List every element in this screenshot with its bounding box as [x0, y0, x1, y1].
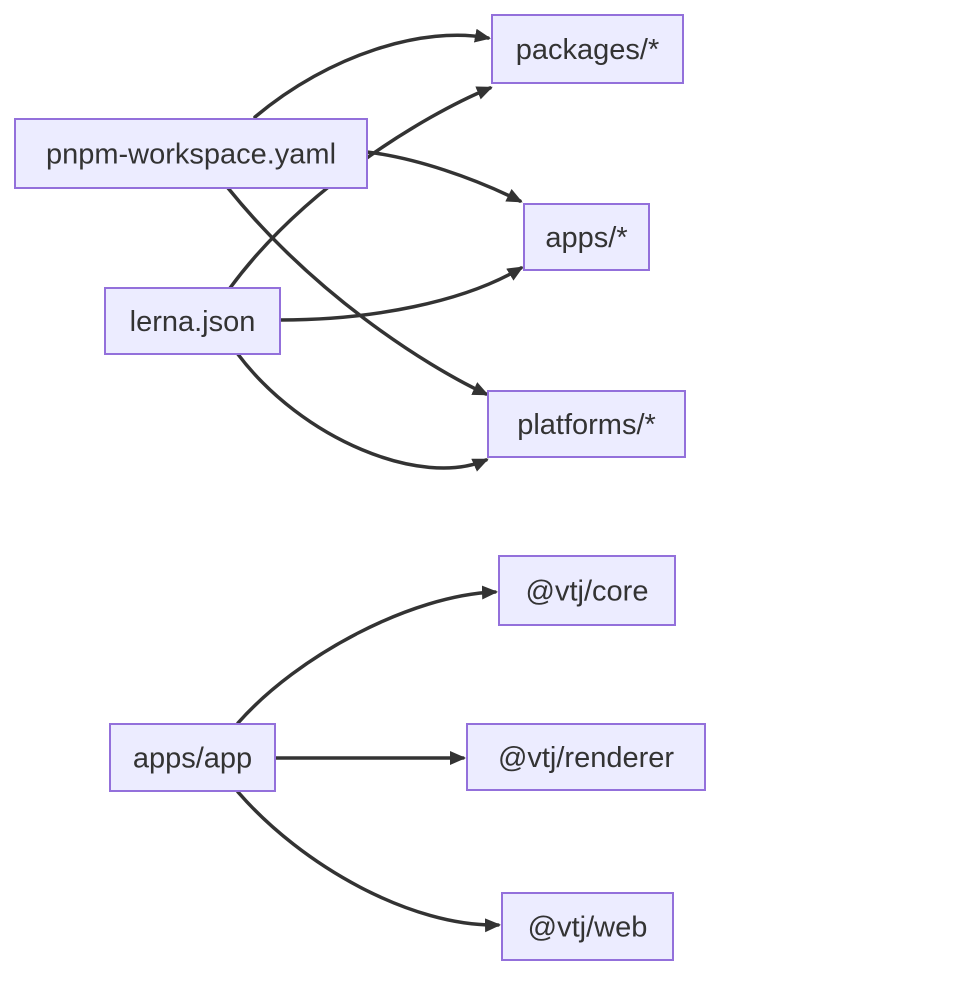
node-app: apps/app [109, 723, 276, 792]
node-pnpm: pnpm-workspace.yaml [14, 118, 368, 189]
node-web-label: @vtj/web [528, 912, 648, 944]
node-web: @vtj/web [501, 892, 674, 961]
workspace-globs-graph: pnpm-workspace.yaml packages/* apps/* lerna… [14, 14, 686, 472]
node-lerna-label: lerna.json [130, 306, 256, 338]
node-core-box [498, 555, 676, 626]
node-app-box [109, 723, 276, 792]
node-lerna: lerna.json [104, 287, 281, 355]
node-renderer-box [466, 723, 706, 791]
node-lerna-box [104, 287, 281, 355]
node-core: @vtj/core [498, 555, 676, 626]
node-app-label: apps/app [133, 743, 252, 775]
node-apps-box [523, 203, 650, 271]
node-web-box [501, 892, 674, 961]
node-apps-label: apps/* [545, 222, 627, 254]
app-dependencies-graph: apps/app @vtj/core @vtj/renderer @vtj/web [109, 555, 706, 961]
edge-pnpm-to-apps [365, 150, 523, 203]
node-platforms: platforms/* [487, 390, 686, 458]
node-pnpm-label: pnpm-workspace.yaml [46, 139, 336, 171]
node-packages: packages/* [491, 14, 684, 84]
node-packages-label: packages/* [516, 34, 660, 66]
edge-pnpm-to-packages [253, 28, 491, 119]
node-platforms-box [487, 390, 686, 458]
node-platforms-label: platforms/* [517, 409, 656, 441]
edge-lerna-to-platforms [235, 351, 489, 472]
node-pnpm-box [14, 118, 368, 189]
node-packages-box [491, 14, 684, 84]
edge-pnpm-to-platforms [226, 186, 489, 396]
edge-app-to-web [236, 790, 501, 933]
node-renderer-label: @vtj/renderer [498, 742, 674, 774]
edge-lerna-to-apps [278, 266, 524, 322]
node-apps: apps/* [523, 203, 650, 271]
edge-app-to-core [236, 585, 498, 725]
node-renderer: @vtj/renderer [466, 723, 706, 791]
node-core-label: @vtj/core [526, 576, 649, 608]
